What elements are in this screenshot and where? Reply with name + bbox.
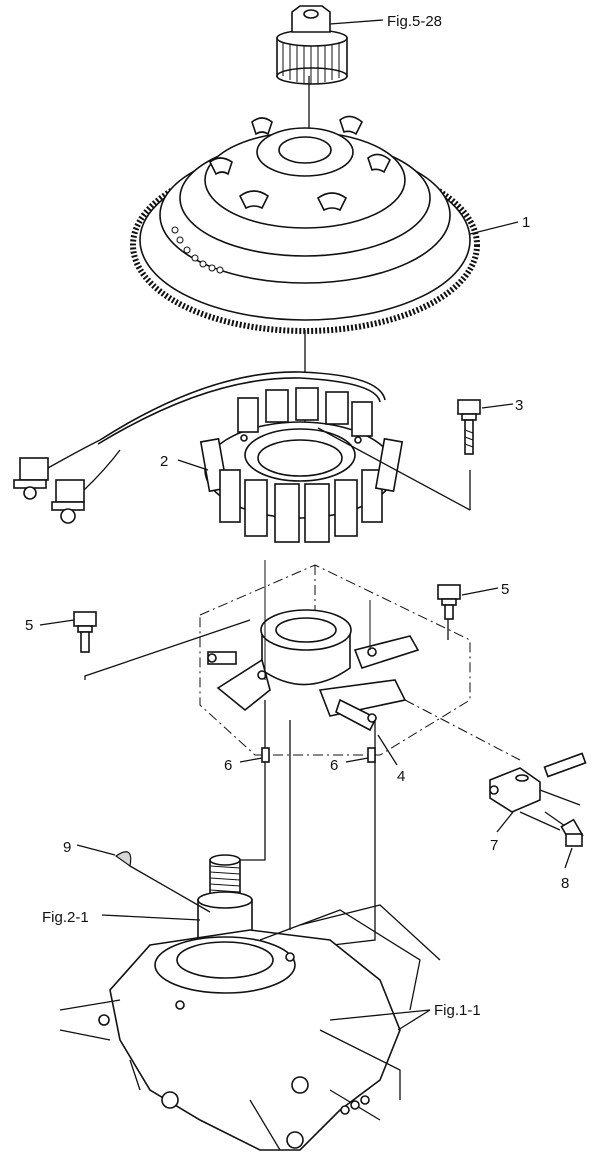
bolt-5-left	[73, 611, 97, 653]
label-part-7: 7	[490, 837, 498, 854]
label-fig-5-28: Fig.5-28	[387, 13, 442, 30]
crankcase	[59, 904, 441, 1151]
label-fig-2-1: Fig.2-1	[42, 909, 89, 926]
pulley	[276, 5, 348, 85]
label-part-9: 9	[63, 839, 71, 856]
key-9	[114, 851, 132, 868]
bolt-8	[544, 811, 584, 847]
label-part-6-right: 6	[330, 757, 338, 774]
label-part-2: 2	[160, 453, 168, 470]
dowel-6-right	[367, 747, 376, 763]
label-part-3: 3	[515, 397, 523, 414]
bolt-5-right	[437, 584, 461, 620]
stator-connector-left	[13, 457, 49, 500]
label-part-4: 4	[397, 768, 405, 785]
sensor	[489, 752, 587, 831]
dowel-6-left	[261, 747, 270, 763]
label-part-8: 8	[561, 875, 569, 892]
stator-connector-right	[51, 479, 85, 524]
label-part-6-left: 6	[224, 757, 232, 774]
assembly-outline	[199, 564, 471, 756]
label-part-5-left: 5	[25, 617, 33, 634]
label-part-1: 1	[522, 214, 530, 231]
bolt-3	[457, 399, 481, 455]
base-bracket	[207, 609, 420, 732]
flywheel	[130, 115, 480, 334]
stator	[97, 371, 404, 543]
label-part-5-right: 5	[501, 581, 509, 598]
label-fig-1-1: Fig.1-1	[434, 1002, 481, 1019]
